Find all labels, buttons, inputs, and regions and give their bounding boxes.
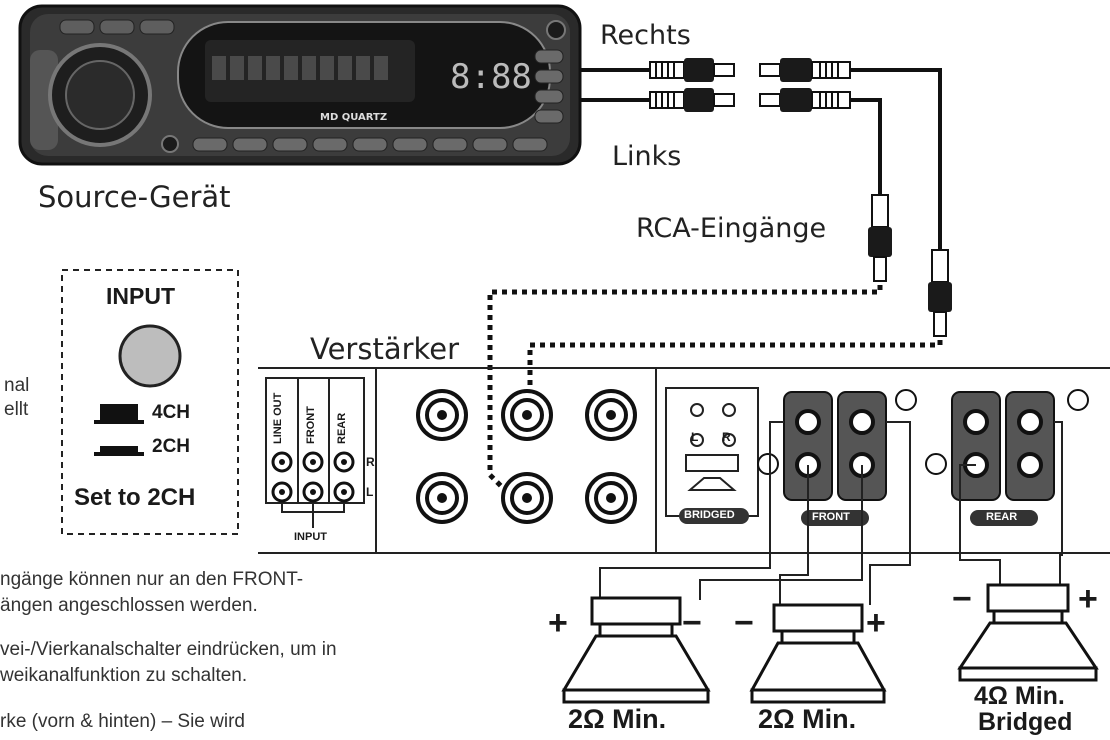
input-switch-title: INPUT (106, 283, 175, 309)
rca-socket (501, 389, 553, 441)
speaker-1-minus: − (682, 604, 702, 642)
speaker-3 (957, 583, 1099, 682)
left-fragment-2: ellt (4, 399, 29, 420)
rca-socket (585, 389, 637, 441)
label-channel-r: R (366, 455, 375, 469)
label-left: Links (612, 141, 682, 172)
speaker-2-plus: + (866, 604, 886, 642)
note-line-1: ngänge können nur an den FRONT- (0, 569, 304, 590)
signal-dotted-lines (487, 285, 943, 502)
left-fragment-1: nal (4, 375, 30, 396)
input-switch-2ch: 2CH (152, 436, 191, 457)
rca-plug-right-pair (649, 58, 851, 82)
rca-socket (585, 472, 637, 524)
rca-cables (580, 68, 942, 250)
label-front-input: FRONT (305, 406, 317, 444)
input-switch-box (61, 269, 239, 535)
label-rear-input: REAR (336, 412, 348, 444)
label-right: Rechts (600, 20, 691, 51)
label-line-out: LINE OUT (272, 392, 284, 444)
rca-socket (416, 472, 468, 524)
badge-bridged: BRIDGED (684, 509, 735, 521)
head-unit-brand: MD QUARTZ (320, 112, 387, 123)
rca-socket (416, 389, 468, 441)
amplifier-panel (258, 367, 1110, 554)
note-line-2: ängen angeschlossen werden. (0, 595, 258, 616)
speaker-wires (599, 421, 1063, 605)
speaker-1 (561, 596, 711, 704)
screw (757, 389, 1089, 475)
badge-rear: REAR (986, 511, 1018, 523)
rca-plug-left-pair (649, 88, 851, 112)
speaker-3-plus: + (1078, 580, 1098, 618)
speaker-3-rating: 4Ω Min. (974, 682, 1065, 710)
rca-plug-vertical-right (928, 249, 952, 337)
note-line-3: vei-/Vierkanalschalter eindrücken, um in (0, 639, 337, 660)
input-switch-instruction: Set to 2CH (74, 484, 196, 511)
bridge-label-l: L (691, 430, 699, 444)
label-amplifier: Verstärker (310, 332, 460, 366)
label-rca-inputs: RCA-Eingänge (636, 213, 827, 244)
label-source-device: Source-Gerät (38, 180, 231, 214)
speaker-2-rating: 2Ω Min. (758, 704, 857, 734)
speaker-2-minus: − (734, 604, 754, 642)
note-line-5: rke (vorn & hinten) – Sie wird (0, 711, 245, 732)
rca-socket (501, 472, 553, 524)
speaker-3-minus: − (952, 580, 972, 618)
bridge-label-r: R (722, 430, 731, 444)
head-unit: MD QUARTZ 8:88 (18, 4, 582, 166)
rca-plug-vertical-left (868, 194, 892, 282)
label-input-group: INPUT (294, 531, 327, 543)
speaker-2 (749, 603, 887, 704)
speaker-3-bridged: Bridged (978, 708, 1073, 736)
note-line-4: weikanalfunktion zu schalten. (0, 665, 248, 686)
badge-front: FRONT (812, 511, 850, 523)
speaker-1-plus: + (548, 604, 568, 642)
front-terminals (783, 391, 887, 501)
speaker-1-rating: 2Ω Min. (568, 704, 667, 734)
rear-terminals (951, 391, 1055, 501)
input-switch-4ch: 4CH (152, 402, 191, 423)
label-channel-l: L (366, 485, 374, 499)
display-digits: 8:88 (450, 57, 532, 97)
